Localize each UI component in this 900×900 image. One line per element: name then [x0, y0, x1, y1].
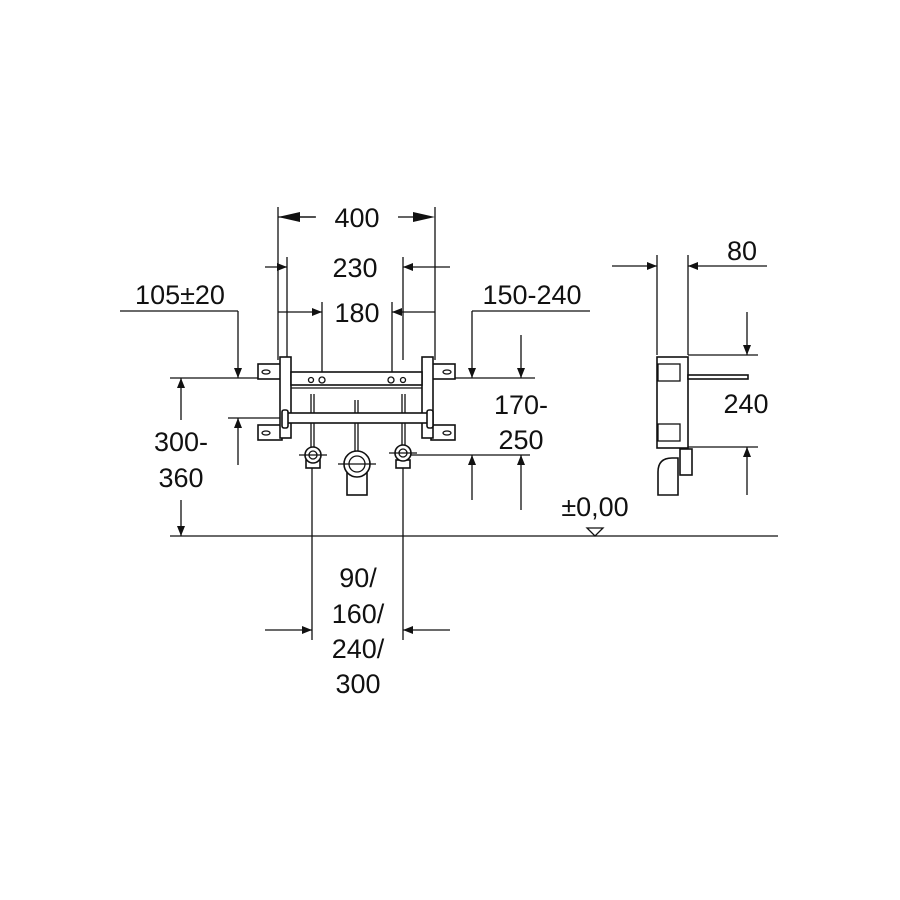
dimension-label-400: 400 — [334, 203, 379, 233]
dimension-label-180: 180 — [334, 298, 379, 328]
dimension-label-105: 105±20 — [135, 280, 225, 310]
dimension-105: 105±20 — [120, 280, 242, 465]
dimension-150-240: 150-240 — [468, 280, 590, 500]
dimension-170-250: 170- 250 — [494, 335, 548, 510]
mounting-frame-front — [257, 356, 456, 496]
dimension-label-80: 80 — [727, 236, 757, 266]
dimension-label-230: 230 — [332, 253, 377, 283]
dimension-400: 400 — [277, 203, 436, 360]
dimension-label-150-240: 150-240 — [482, 280, 581, 310]
mounting-frame-side: 80 240 — [612, 236, 769, 496]
dimension-180: 180 — [278, 298, 435, 380]
dimension-valve-spacing: 90/ 160/ 240/ 300 — [265, 460, 450, 699]
floor-level-label: ±0,00 — [561, 492, 628, 522]
dimension-label-240: 240/ — [332, 634, 385, 664]
dimension-label-300: 300- — [154, 427, 208, 457]
dimension-label-250: 250 — [498, 425, 543, 455]
dimension-label-240-side: 240 — [723, 389, 768, 419]
floor-level-marker-icon — [585, 527, 605, 537]
dimension-label-90: 90/ — [339, 563, 377, 593]
dimension-label-360: 360 — [158, 463, 203, 493]
dimension-label-170: 170- — [494, 390, 548, 420]
dimension-300-360: 300- 360 — [154, 378, 208, 536]
dimension-230: 230 — [265, 253, 450, 360]
dimension-label-160: 160/ — [332, 599, 385, 629]
dimension-label-300-spacing: 300 — [335, 669, 380, 699]
